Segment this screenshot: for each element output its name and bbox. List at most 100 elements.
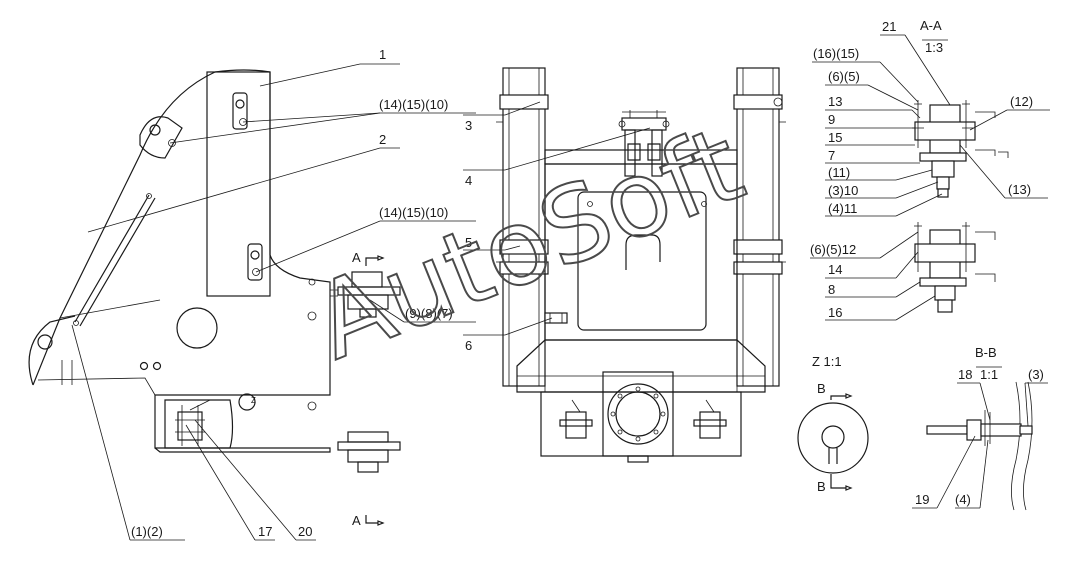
label-15: 15	[828, 130, 842, 145]
label-3-bb: (3)	[1028, 367, 1044, 382]
section-aa: A-A 1:3	[912, 18, 1009, 313]
section-bb-scale: 1:1	[980, 367, 998, 382]
label-1-2: (1)(2)	[131, 524, 163, 539]
side-view: Z	[28, 69, 401, 528]
base-foot-right	[693, 399, 727, 439]
label-16: 16	[828, 305, 842, 320]
label-6-5: (6)(5)	[828, 69, 860, 84]
column-clamp-rb2	[733, 261, 783, 275]
side-frame-hole-small-1	[139, 361, 149, 371]
label-9-8-7: (9)(8)(7)	[405, 306, 453, 321]
bolt-head-3	[308, 278, 316, 286]
column-clamp-rt	[733, 94, 783, 110]
center-plate	[577, 191, 707, 331]
label-6-5-12: (6)(5)12	[810, 242, 856, 257]
side-bolt	[544, 312, 568, 324]
base-center-block	[602, 371, 674, 457]
section-bb-title: B-B	[975, 345, 997, 360]
section-bb: B-B 1:1	[926, 345, 1033, 511]
side-frame-hole-left	[37, 334, 53, 350]
label-8: 8	[828, 282, 835, 297]
base-foot-left	[559, 399, 593, 439]
label-13: (13)	[1008, 182, 1031, 197]
section-a-bottom-label: A	[352, 513, 361, 528]
top-bracket	[618, 110, 670, 177]
label-7: 7	[828, 148, 835, 163]
label-3: 3	[465, 118, 472, 133]
label-2: 2	[379, 132, 386, 147]
section-a-bottom-arrowhead	[377, 520, 385, 526]
aa-leaders	[810, 34, 1050, 321]
section-aa-scale: 1:3	[925, 40, 943, 55]
base-flange-inner	[615, 391, 661, 437]
label-21: 21	[882, 19, 896, 34]
left-leaders	[71, 63, 476, 541]
side-frame-hole-large	[176, 307, 218, 349]
column-clamp-lt	[499, 94, 549, 110]
bolt-head-1	[307, 311, 317, 321]
section-a-top-arrowhead	[377, 255, 385, 261]
hinge-lower	[337, 431, 401, 473]
label-12: (12)	[1010, 94, 1033, 109]
column-clamp-rb	[733, 239, 783, 255]
watermark: AutoSoft	[298, 102, 760, 384]
label-20: 20	[298, 524, 312, 539]
bracket-clamp	[177, 411, 203, 441]
watermark-text: AutoSoft	[299, 103, 759, 383]
section-a-bottom-arrow	[365, 515, 378, 524]
flange-bolts	[610, 386, 666, 442]
side-frame-outline	[32, 69, 331, 453]
gas-spring	[74, 194, 156, 327]
front-view	[496, 67, 786, 463]
center-hook	[625, 234, 661, 270]
plate-slot-top	[232, 92, 248, 130]
plate-bolt-bottom	[250, 250, 260, 260]
label-4: 4	[465, 173, 472, 188]
label-14-15-10-b: (14)(15)(10)	[379, 205, 448, 220]
z-mark-label: Z	[251, 396, 256, 405]
label-11: (11)	[828, 165, 850, 180]
column-clamp-lb	[499, 239, 549, 255]
base-box	[540, 391, 742, 457]
side-frame-hole-z	[238, 393, 256, 411]
detail-z-circle	[797, 402, 869, 474]
plate-bolt-bottom-2	[252, 268, 260, 276]
label-19: 19	[915, 492, 929, 507]
side-frame-inner	[37, 299, 161, 396]
plate-slot-bottom	[247, 243, 263, 281]
column-clamp-lb2	[499, 261, 549, 275]
bb-bolt-shaft	[926, 425, 968, 435]
center-leaders	[463, 101, 651, 336]
vertical-plate	[206, 71, 271, 297]
label-9: 9	[828, 112, 835, 127]
section-b-top-label: B	[817, 381, 826, 396]
gas-spring-top	[146, 193, 152, 199]
bottom-bracket	[164, 399, 234, 449]
label-14-15-10-a: (14)(15)(10)	[379, 97, 448, 112]
gas-spring-bottom	[73, 320, 79, 326]
label-1: 1	[379, 47, 386, 62]
detail-z-title: Z 1:1	[812, 354, 842, 369]
side-frame-left-lobe	[28, 315, 76, 386]
label-4-11: (4)11	[828, 201, 857, 216]
label-5: 5	[465, 235, 472, 250]
bracket-clamp-detail	[175, 399, 211, 446]
bb-leaders	[912, 382, 1048, 509]
upper-lug-hole	[149, 124, 161, 136]
label-3-10: (3)10	[828, 183, 858, 198]
bb-wall	[1011, 381, 1033, 511]
labels: 1 (14)(15)(10) 2 (14)(15)(10) (9)(8)(7) …	[131, 19, 1044, 539]
label-13-a: 13	[828, 94, 842, 109]
detail-z: Z 1:1 B B	[797, 354, 869, 494]
label-16-15: (16)(15)	[813, 46, 859, 61]
section-b-bottom-label: B	[817, 479, 826, 494]
upper-lug	[139, 116, 183, 159]
section-aa-title: A-A	[920, 18, 942, 33]
upper-lug-bolt	[168, 139, 176, 147]
hinge-upper	[330, 271, 401, 318]
label-4-bb: (4)	[955, 492, 971, 507]
section-a-top-arrow	[365, 257, 378, 266]
label-6: 6	[465, 338, 472, 353]
